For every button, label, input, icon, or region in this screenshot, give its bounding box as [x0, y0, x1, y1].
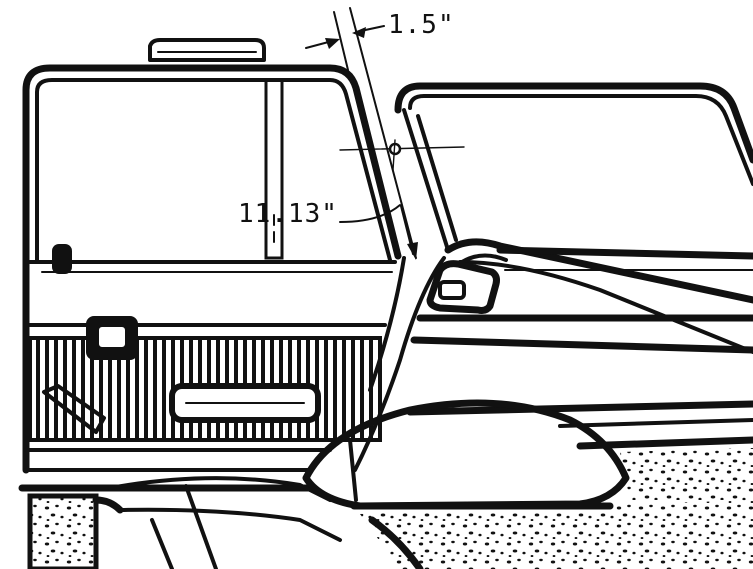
mount-distance-leader — [339, 204, 401, 223]
roof-grab-handle — [148, 38, 266, 62]
floor-carpet — [360, 500, 753, 569]
windshield-inner-frame — [408, 94, 753, 186]
seat-fold-line-2 — [118, 507, 342, 542]
dash-crown-line — [496, 246, 753, 260]
dash-top-edge — [444, 238, 753, 304]
mount-crosshair-horizontal — [339, 146, 465, 151]
a-pillar: 1.5" 11.13" — [238, 7, 465, 472]
arrow-head-icon — [407, 242, 418, 260]
dash-vent-top-curve — [460, 253, 508, 264]
mount-crosshair-vertical — [392, 139, 396, 171]
door-kick-panel — [27, 493, 99, 569]
floor-sill-curve — [368, 516, 424, 569]
seat-side-roll — [92, 496, 124, 514]
arrow-head-icon — [352, 27, 366, 38]
front-seat — [92, 476, 342, 569]
dash-pad-line — [458, 260, 753, 354]
seat-top-edge — [108, 476, 332, 502]
window-crank-face — [97, 325, 127, 349]
arrow-head-icon — [325, 38, 340, 49]
windshield — [394, 82, 753, 252]
pillar-lower-left-edge — [368, 256, 406, 392]
door-window-inner-frame — [35, 78, 392, 264]
door-outer-frame — [22, 64, 402, 474]
windshield-left-inner-edge — [416, 114, 458, 242]
dash-lower-rail-1 — [406, 400, 753, 416]
dashboard — [406, 238, 753, 450]
pillar-lower-right-edge — [353, 256, 446, 472]
window-crank-lever — [42, 384, 106, 434]
dash-vent-grille — [438, 280, 466, 300]
window-divider-post — [264, 78, 284, 260]
dimension-extension-right — [349, 7, 417, 259]
dimension-extension-left — [333, 11, 349, 71]
windshield-outer-frame — [394, 82, 753, 164]
windshield-left-edge — [402, 108, 450, 252]
wheel-well-inner-edge — [348, 438, 358, 502]
post-width-label: 1.5" — [388, 10, 455, 40]
dash-lower-rail-2 — [558, 418, 753, 428]
floor-carpet-right — [620, 448, 753, 500]
mount-distance-label: 11.13" — [238, 199, 338, 229]
wheel-well-hump — [302, 399, 630, 510]
seat-fold-line-1 — [184, 484, 218, 569]
dash-vent-housing — [426, 260, 500, 314]
door-lock-knob — [52, 244, 72, 274]
left-door — [18, 38, 402, 569]
seat-fold-line-3 — [150, 518, 174, 569]
dash-middle-rail — [410, 336, 753, 354]
